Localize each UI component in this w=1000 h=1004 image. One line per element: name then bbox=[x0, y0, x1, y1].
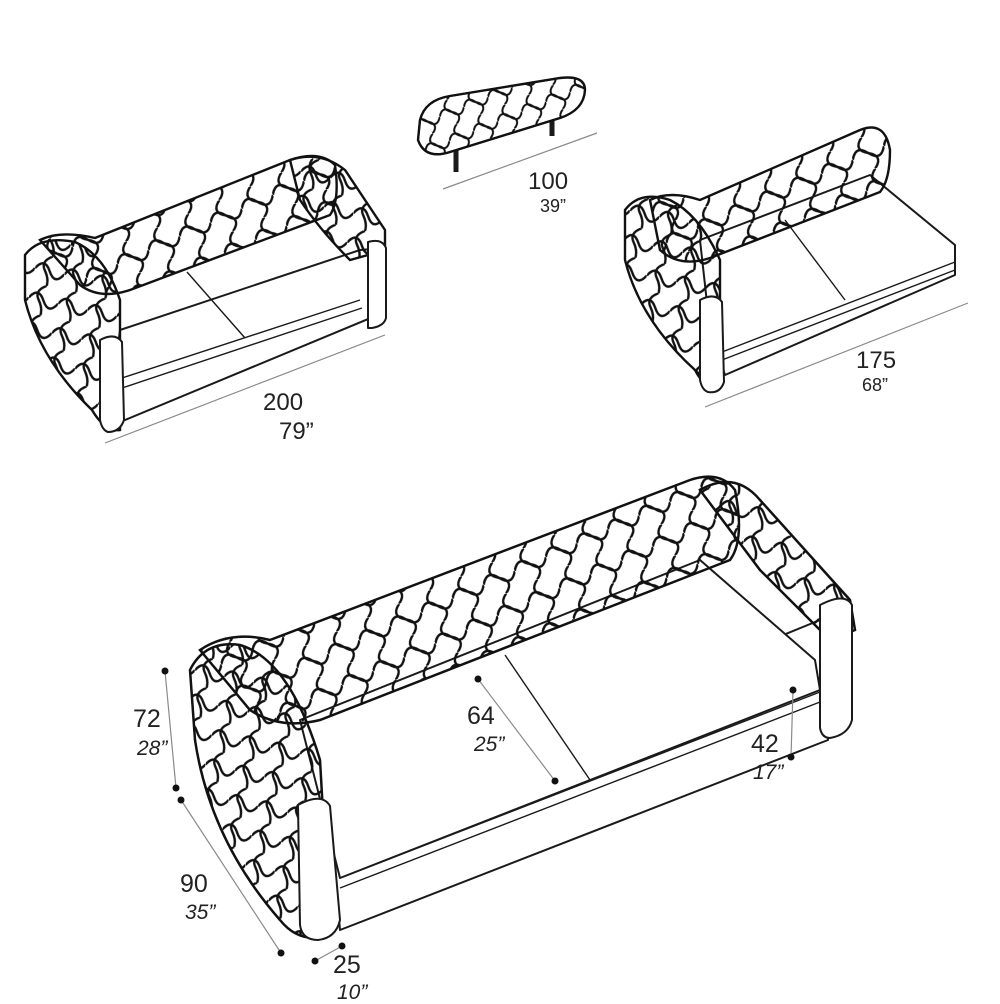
depth-dim-line bbox=[180, 799, 282, 954]
depth-cm: 90 bbox=[180, 870, 208, 898]
two-seat-width-cm: 200 bbox=[263, 389, 304, 416]
seat-height-dim-line bbox=[790, 689, 794, 758]
three-seat-sofa-drawing bbox=[161, 475, 857, 965]
height-cm: 72 bbox=[133, 705, 161, 733]
depth-in: 35” bbox=[185, 901, 216, 924]
bench-width-cm: 100 bbox=[528, 168, 569, 195]
corner-width-cm: 175 bbox=[856, 347, 897, 374]
corner-width-in: 68” bbox=[862, 375, 889, 395]
bench-drawing bbox=[416, 76, 598, 190]
arm-width-in: 10” bbox=[337, 981, 368, 1004]
bench-width-line bbox=[442, 132, 598, 190]
bench-width-in: 39” bbox=[540, 196, 567, 216]
two-seat-sofa-drawing bbox=[23, 154, 387, 444]
seat-height-cm: 42 bbox=[751, 730, 779, 758]
arm-width-cm: 25 bbox=[333, 951, 361, 979]
seat-depth-cm: 64 bbox=[467, 702, 495, 730]
height-dim-line bbox=[164, 670, 177, 789]
two-seat-width-line bbox=[104, 334, 386, 444]
seat-height-in: 17” bbox=[753, 761, 784, 784]
height-in: 28” bbox=[137, 737, 168, 760]
two-seat-width-in: 79” bbox=[279, 418, 314, 445]
arm-width-dim-line bbox=[314, 945, 343, 962]
corner-module-drawing bbox=[623, 126, 969, 408]
corner-width-line bbox=[704, 302, 969, 408]
seat-depth-dim-line bbox=[477, 678, 556, 782]
seat-depth-in: 25” bbox=[474, 733, 505, 756]
